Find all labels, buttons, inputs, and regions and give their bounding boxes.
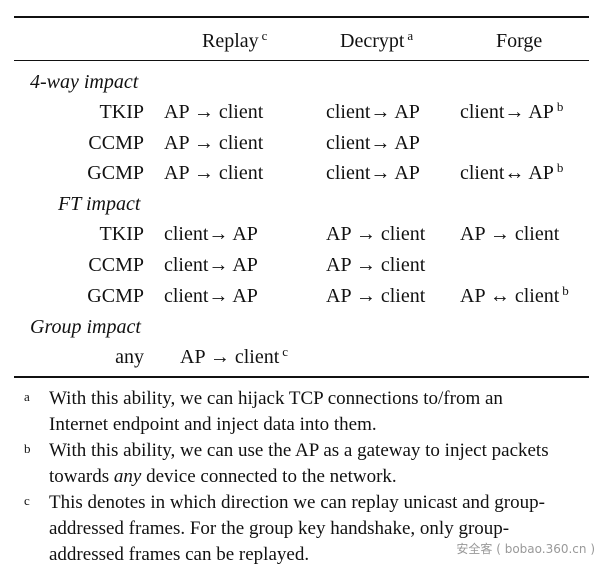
footnote-c: c This denotes in which direction we can… (14, 490, 590, 568)
replay-cell: AP → client (164, 132, 264, 154)
header-forge: Forge (496, 30, 543, 52)
decrypt-cell: AP → client (326, 223, 426, 245)
section-title: Group impact (30, 316, 141, 338)
section-title-row: Group impact (14, 312, 589, 342)
table-row: CCMP client→ AP AP → client (14, 250, 589, 280)
bottom-rule (14, 376, 589, 378)
replay-cell: AP → client (164, 101, 264, 123)
replay-cell: AP → client (164, 162, 264, 184)
section-title-row: 4-way impact (14, 67, 589, 97)
cipher-label: TKIP (99, 223, 144, 245)
replay-cell: client→ AP (164, 254, 258, 276)
replay-cell: client→ AP (164, 223, 258, 245)
replay-cell: client→ AP (164, 285, 258, 307)
footnote-mark: c (24, 493, 30, 508)
footnote-a: a With this ability, we can hijack TCP c… (14, 386, 590, 438)
footnote-line: addressed frames can be replayed. (49, 544, 310, 565)
section-title: FT impact (58, 193, 141, 215)
footnote-line: With this ability, we can use the AP as … (49, 440, 549, 461)
top-rule (14, 16, 589, 18)
section-title: 4-way impact (30, 71, 139, 93)
footnote-mark: a (24, 389, 30, 404)
cipher-label: GCMP (87, 162, 144, 184)
forge-cell: AP → client (460, 223, 560, 245)
table-row: TKIP client→ AP AP → client AP → client (14, 219, 589, 249)
cipher-label: CCMP (88, 254, 144, 276)
decrypt-cell: client→ AP (326, 162, 420, 184)
cipher-label: GCMP (87, 285, 144, 307)
cipher-label: TKIP (99, 101, 144, 123)
watermark: 安全客 ( bobao.360.cn ) (456, 542, 595, 556)
decrypt-cell: client→ AP (326, 132, 420, 154)
decrypt-cell: client→ AP (326, 101, 420, 123)
header-rule (14, 60, 589, 61)
footnote-line: Internet endpoint and inject data into t… (49, 414, 377, 435)
decrypt-cell: AP → client (326, 285, 426, 307)
footnote-mark: b (24, 441, 31, 456)
footnote-line: With this ability, we can hijack TCP con… (49, 388, 503, 409)
table-row: CCMP AP → client client→ AP (14, 128, 589, 158)
decrypt-cell: AP → client (326, 254, 426, 276)
cipher-label: any (115, 346, 144, 368)
section-title-row: FT impact (14, 189, 589, 219)
footnote-line: towards any device connected to the netw… (49, 466, 397, 487)
footnote-line: addressed frames. For the group key hand… (49, 518, 510, 539)
footnote-line: This denotes in which direction we can r… (49, 492, 545, 513)
cipher-label: CCMP (88, 132, 144, 154)
footnote-b: b With this ability, we can use the AP a… (14, 438, 590, 490)
